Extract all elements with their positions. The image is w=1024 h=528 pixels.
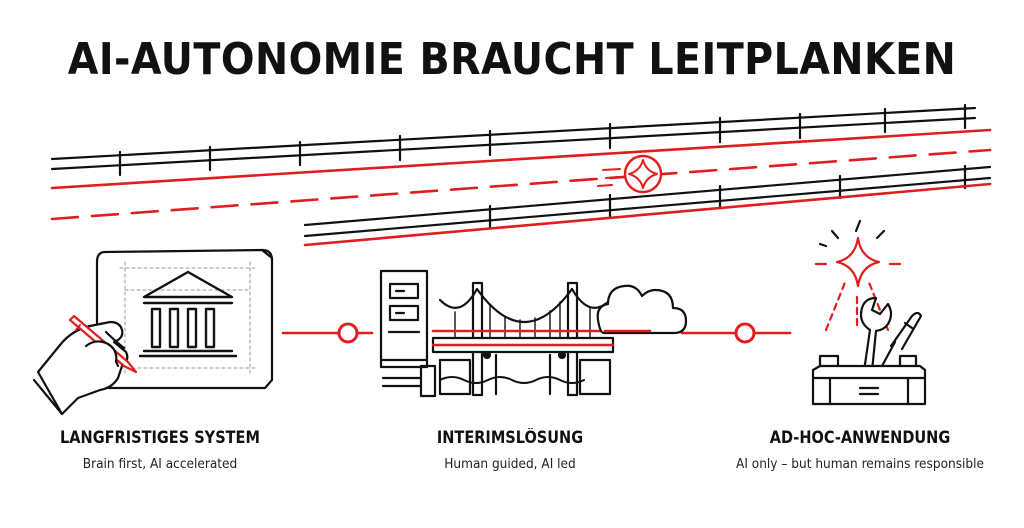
stage-sub-interim: Human guided, AI led <box>444 456 576 472</box>
sparkle-icon <box>814 219 902 332</box>
connector-2 <box>680 322 792 344</box>
wrench-icon <box>859 296 893 373</box>
connector-1 <box>281 322 374 344</box>
upper-guardrail <box>50 103 977 177</box>
page-title: AI-AUTONOMIE BRAUCHT LEITPLANKEN <box>67 34 957 85</box>
blueprint-hand-icon <box>32 248 274 416</box>
lane-line-upper <box>50 128 992 190</box>
lane-line-dashed <box>50 148 992 221</box>
road-guardrails <box>50 103 992 247</box>
lane-line-lower <box>303 182 992 247</box>
sparkle-marker-icon <box>597 154 663 194</box>
bridge-icon <box>381 281 615 398</box>
building-icon <box>138 270 238 358</box>
stage-sub-ad-hoc: AI only – but human remains responsible <box>736 456 984 472</box>
stage-label-ad-hoc: AD-HOC-ANWENDUNG <box>769 428 951 447</box>
stage-sub-long-term: Brain first, AI accelerated <box>82 456 238 472</box>
stage-label-interim: INTERIMSLÖSUNG <box>436 428 584 447</box>
server-icon <box>379 269 429 369</box>
cloud-icon <box>596 284 688 335</box>
toolbox-icon <box>811 219 927 406</box>
hand-pencil-icon <box>32 314 138 416</box>
stage-label-long-term: LANGFRISTIGES SYSTEM <box>60 428 260 447</box>
bridge-server-icon <box>379 269 688 398</box>
lower-guardrail <box>303 164 992 238</box>
screwdriver-icon <box>880 311 923 368</box>
